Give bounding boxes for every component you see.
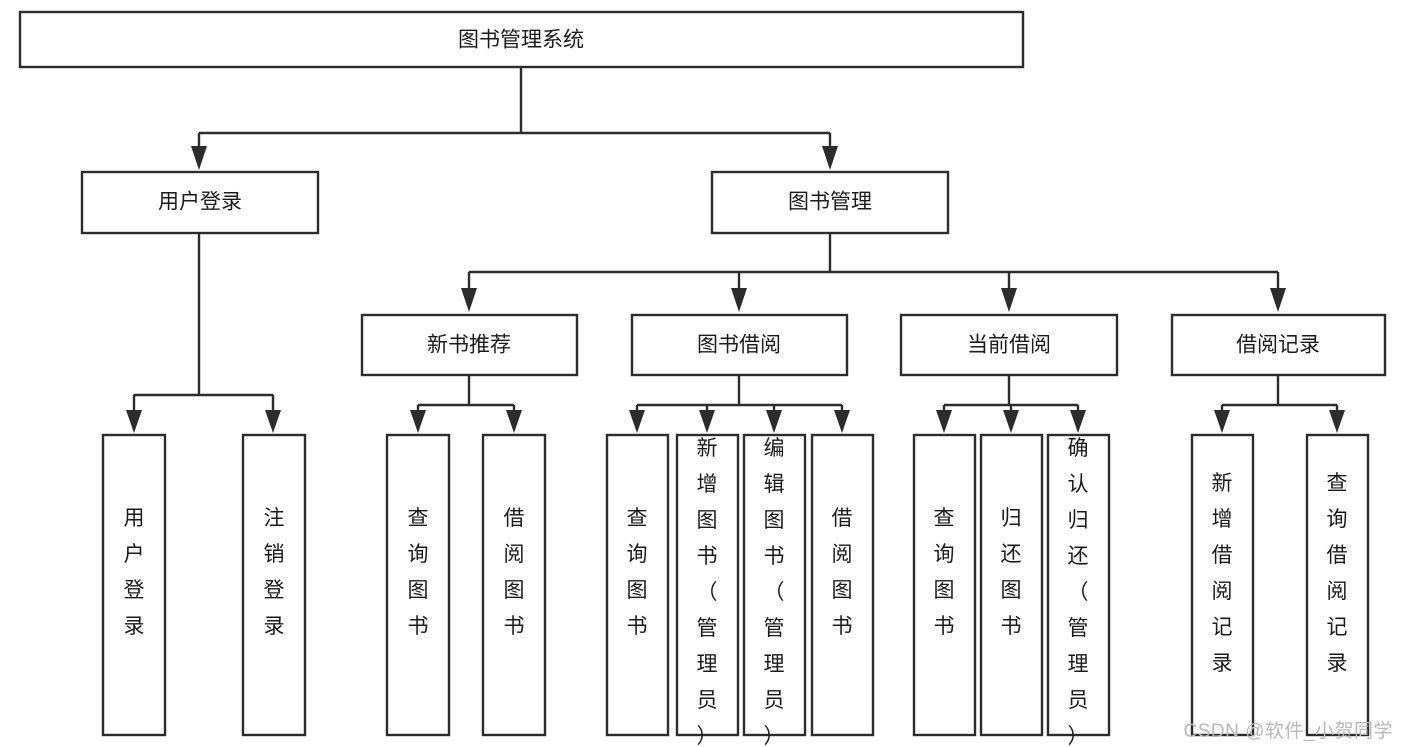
node-leaf-query-book-3-label: 查询图书 [934,507,955,638]
node-book-manage-box[interactable] [710,170,950,235]
node-leaf-query-book-1[interactable]: 查询图书 [385,433,451,737]
connector-group-current-borrow [936,375,1086,433]
arrow-head-user-login [191,146,207,170]
csdn-watermark: CSDN @软件_小贺同学 [1183,721,1393,742]
arrow-head-leaf-edit-book [766,410,782,433]
arrow-head-leaf-query-record [1329,410,1345,433]
node-book-manage-label: 图书管理 [788,191,872,214]
arrow-head-leaf-query-book-1 [410,410,426,433]
connector-group-new-book-recommend [410,375,522,433]
arrow-head-new-book-recommend [461,288,477,312]
node-leaf-add-book[interactable]: 新增图书（管理员） [675,433,740,747]
node-book-borrow-label: 图书借阅 [697,334,781,357]
node-leaf-borrow-book-2[interactable]: 借阅图书 [810,433,875,737]
node-leaf-borrow-book-1-box[interactable] [481,433,547,737]
node-leaf-add-record[interactable]: 新增借阅记录 [1190,433,1255,737]
node-leaf-return-book[interactable]: 归还图书 [979,433,1044,737]
node-new-book-recommend-label: 新书推荐 [427,334,511,357]
node-new-book-recommend-box[interactable] [360,313,579,377]
node-leaf-add-record-label: 新增借阅记录 [1212,472,1233,675]
node-leaf-query-book-3[interactable]: 查询图书 [912,433,977,737]
node-leaf-edit-book[interactable]: 编辑图书（管理员） [742,433,807,747]
node-book-borrow-box[interactable] [630,313,849,377]
node-leaf-edit-book-box[interactable] [742,433,807,737]
node-leaf-user-logout-label: 注销登录 [264,507,285,638]
node-root-box[interactable] [18,10,1025,69]
connector-group-root [191,67,838,170]
arrow-head-borrow-record [1270,288,1286,312]
arrow-head-leaf-user-logout [265,410,281,433]
arrow-head-leaf-borrow-book-2 [834,410,850,433]
node-user-login-box[interactable] [80,170,320,235]
node-leaf-confirm-return[interactable]: 确认归还（管理员） [1046,433,1111,747]
node-leaf-user-login[interactable]: 用户登录 [101,433,167,737]
node-book-borrow[interactable]: 图书借阅 [630,313,849,377]
arrow-head-leaf-return-book [1003,410,1019,433]
arrow-head-leaf-user-login [126,410,142,433]
node-borrow-record-box[interactable] [1170,313,1387,377]
node-current-borrow-label: 当前借阅 [967,334,1051,357]
arrow-head-leaf-borrow-book-1 [506,410,522,433]
arrow-head-leaf-query-book-2 [629,410,645,433]
arrow-head-book-borrow [731,288,747,312]
leaf-nodes-group: 用户登录 注销登录 查询图书 借阅图书 查询图书 新增图书（管理员） [101,433,1370,747]
node-leaf-query-record-label: 查询借阅记录 [1327,472,1348,675]
node-leaf-user-logout-box[interactable] [241,433,307,737]
node-current-borrow-box[interactable] [899,313,1119,377]
arrow-head-leaf-add-record [1214,410,1230,433]
node-leaf-user-login-label: 用户登录 [124,507,145,638]
node-leaf-borrow-book-2-box[interactable] [810,433,875,737]
node-leaf-confirm-return-label: 确认归还（管理员） [1068,437,1089,747]
node-leaf-user-login-box[interactable] [101,433,167,737]
node-leaf-edit-book-label: 编辑图书（管理员） [764,437,785,747]
node-root-label: 图书管理系统 [458,29,584,52]
node-leaf-query-book-2[interactable]: 查询图书 [605,433,670,737]
arrow-head-leaf-confirm-return [1070,410,1086,433]
node-leaf-add-book-label: 新增图书（管理员） [697,437,718,747]
node-leaf-query-book-1-box[interactable] [385,433,451,737]
node-leaf-return-book-box[interactable] [979,433,1044,737]
arrow-head-leaf-add-book [699,410,715,433]
node-leaf-user-logout[interactable]: 注销登录 [241,433,307,737]
node-root[interactable]: 图书管理系统 [18,10,1025,69]
node-book-manage[interactable]: 图书管理 [710,170,950,235]
node-leaf-query-book-3-box[interactable] [912,433,977,737]
node-leaf-add-record-box[interactable] [1190,433,1255,737]
node-user-login[interactable]: 用户登录 [80,170,320,235]
node-borrow-record-label: 借阅记录 [1236,334,1320,357]
connector-group-user-login [126,233,281,433]
node-leaf-query-record[interactable]: 查询借阅记录 [1305,433,1370,737]
connector-group-book-manage [461,233,1286,312]
node-leaf-borrow-book-1[interactable]: 借阅图书 [481,433,547,737]
arrow-head-book-manage [822,146,838,170]
node-leaf-query-record-box[interactable] [1305,433,1370,737]
node-leaf-return-book-label: 归还图书 [1001,507,1022,638]
node-leaf-query-book-2-label: 查询图书 [627,507,648,638]
node-leaf-add-book-box[interactable] [675,433,740,737]
arrow-head-current-borrow [1001,288,1017,312]
arrow-head-leaf-query-book-3 [936,410,952,433]
node-borrow-record[interactable]: 借阅记录 [1170,313,1387,377]
node-new-book-recommend[interactable]: 新书推荐 [360,313,579,377]
node-user-login-label: 用户登录 [158,191,242,214]
node-leaf-borrow-book-2-label: 借阅图书 [832,507,853,638]
node-leaf-confirm-return-box[interactable] [1046,433,1111,737]
node-leaf-query-book-2-box[interactable] [605,433,670,737]
connector-group-book-borrow [629,375,850,433]
connector-group-borrow-record [1214,375,1345,433]
node-leaf-borrow-book-1-label: 借阅图书 [504,507,525,638]
node-leaf-query-book-1-label: 查询图书 [408,507,429,638]
node-current-borrow[interactable]: 当前借阅 [899,313,1119,377]
